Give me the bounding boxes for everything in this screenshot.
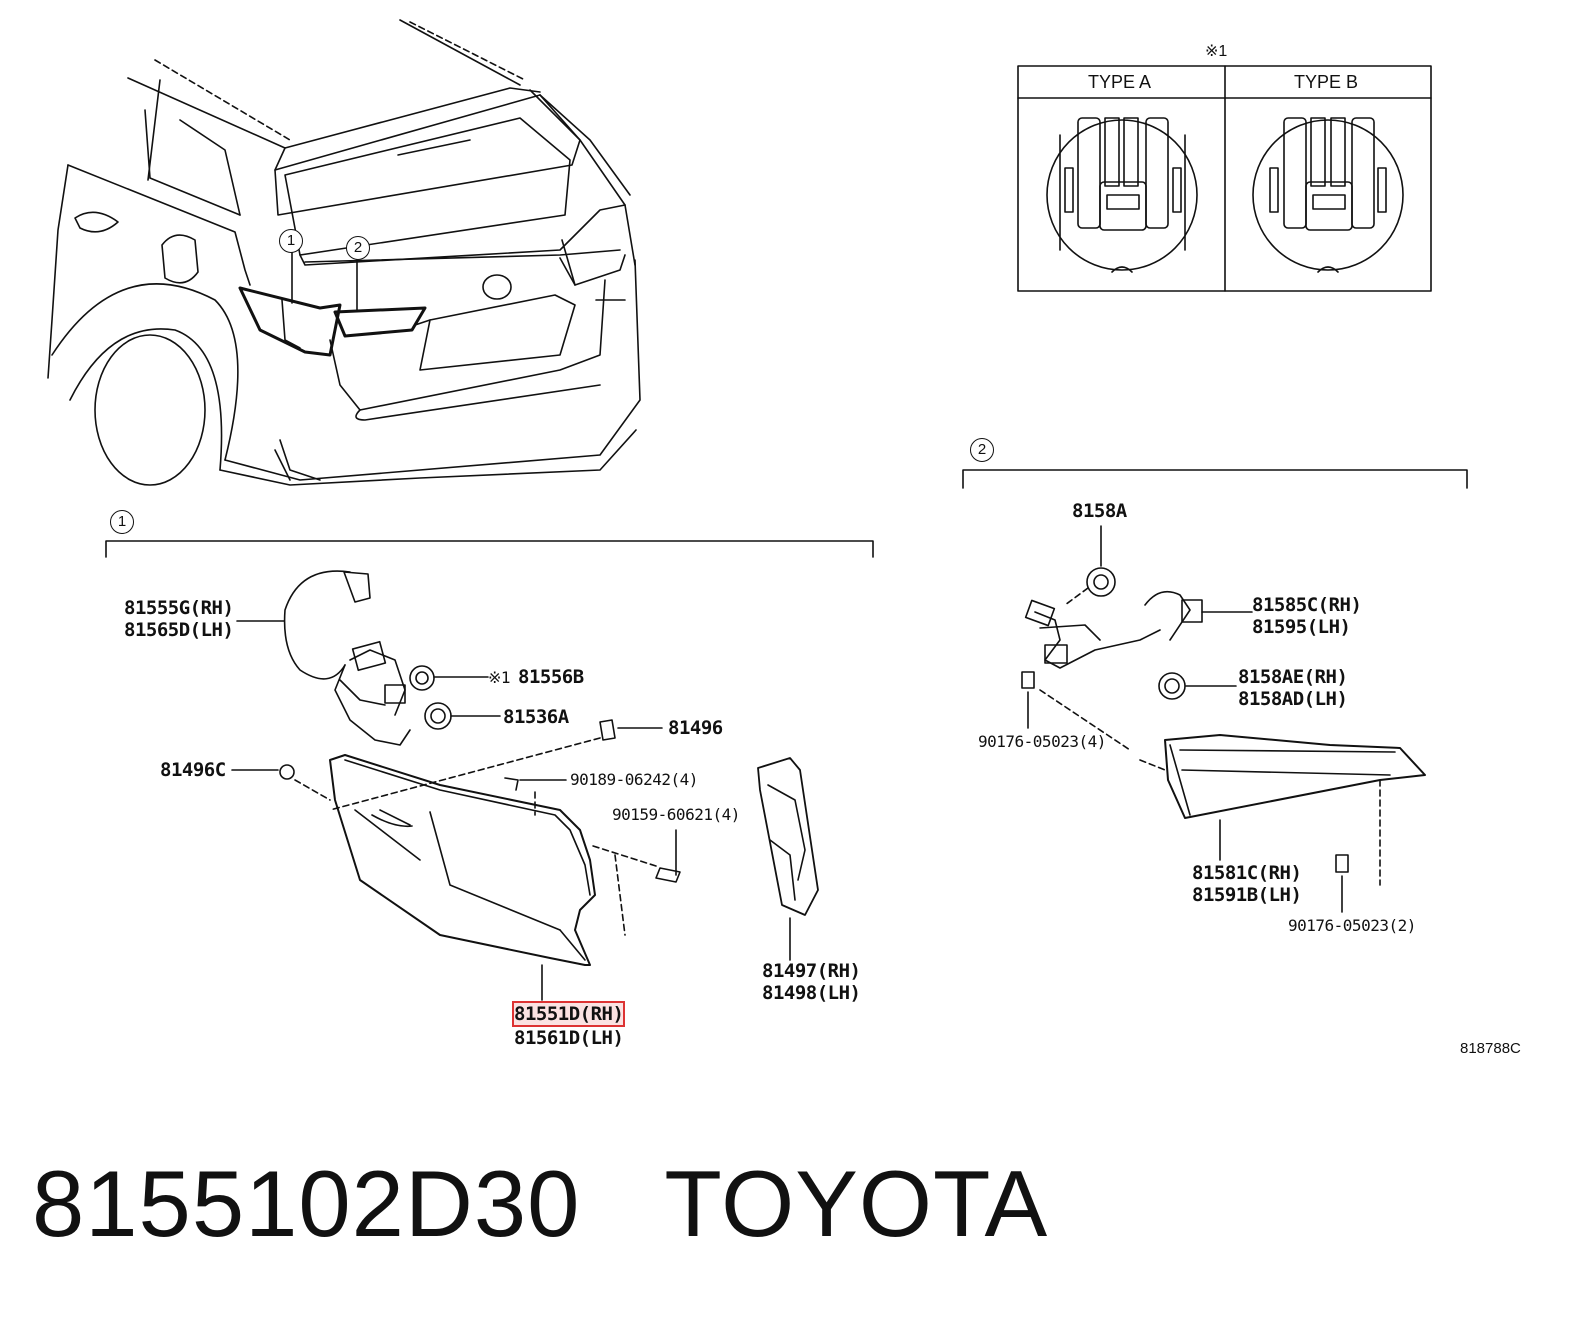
part-label-81595[interactable]: 81595(LH) — [1252, 616, 1351, 638]
part-label-81496c[interactable]: 81496C — [160, 759, 226, 781]
part-label-8158ad[interactable]: 8158AD(LH) — [1238, 688, 1348, 710]
part-label-81551d-highlighted[interactable]: 81551D(RH) — [511, 1001, 626, 1027]
part-label-81556b[interactable]: 81556B — [518, 666, 584, 688]
group2-parts — [1021, 525, 1426, 913]
part-label-81561d[interactable]: 81561D(LH) — [514, 1027, 624, 1049]
diagram-id: 818788C — [1460, 1040, 1521, 1057]
part-label-81565d[interactable]: 81565D(LH) — [124, 619, 234, 641]
group1-bracket — [105, 540, 874, 558]
group2-bracket — [962, 469, 1468, 489]
part-label-8158a[interactable]: 8158A — [1072, 500, 1127, 522]
part-label-81585c[interactable]: 81585C(RH) — [1252, 594, 1362, 616]
vehicle-rear-illustration — [47, 19, 641, 486]
type-note-mark: ※1 — [1205, 43, 1228, 60]
type-b-label: TYPE B — [1294, 72, 1359, 92]
part-label-81591b[interactable]: 81591B(LH) — [1192, 884, 1302, 906]
group1-parts — [231, 570, 819, 1001]
callout-1: 1 — [279, 229, 303, 253]
part-label-81536a[interactable]: 81536A — [503, 706, 569, 728]
part-label-90189[interactable]: 90189-06242(4) — [570, 770, 698, 789]
part-label-90159[interactable]: 90159-60621(4) — [612, 805, 740, 824]
part-label-81497[interactable]: 81497(RH) — [762, 960, 861, 982]
part-number: 8155102D30 — [32, 1151, 581, 1256]
part-label-8158ae[interactable]: 8158AE(RH) — [1238, 666, 1348, 688]
footer-caption: 8155102D30 TOYOTA — [32, 1150, 1132, 1258]
socket-note-mark: ※1 — [488, 668, 511, 687]
brand-name: TOYOTA — [664, 1151, 1049, 1256]
group1-callout: 1 — [110, 510, 134, 534]
part-label-90176-4[interactable]: 90176-05023(4) — [978, 732, 1106, 751]
part-label-81496[interactable]: 81496 — [668, 717, 723, 739]
part-label-81498[interactable]: 81498(LH) — [762, 982, 861, 1004]
part-label-81555g[interactable]: 81555G(RH) — [124, 597, 234, 619]
callout-2: 2 — [346, 236, 370, 260]
part-label-90176-2[interactable]: 90176-05023(2) — [1288, 916, 1416, 935]
part-label-81581c[interactable]: 81581C(RH) — [1192, 862, 1302, 884]
type-comparison-box — [1017, 65, 1432, 292]
group2-callout: 2 — [970, 438, 994, 462]
type-a-label: TYPE A — [1088, 72, 1152, 92]
